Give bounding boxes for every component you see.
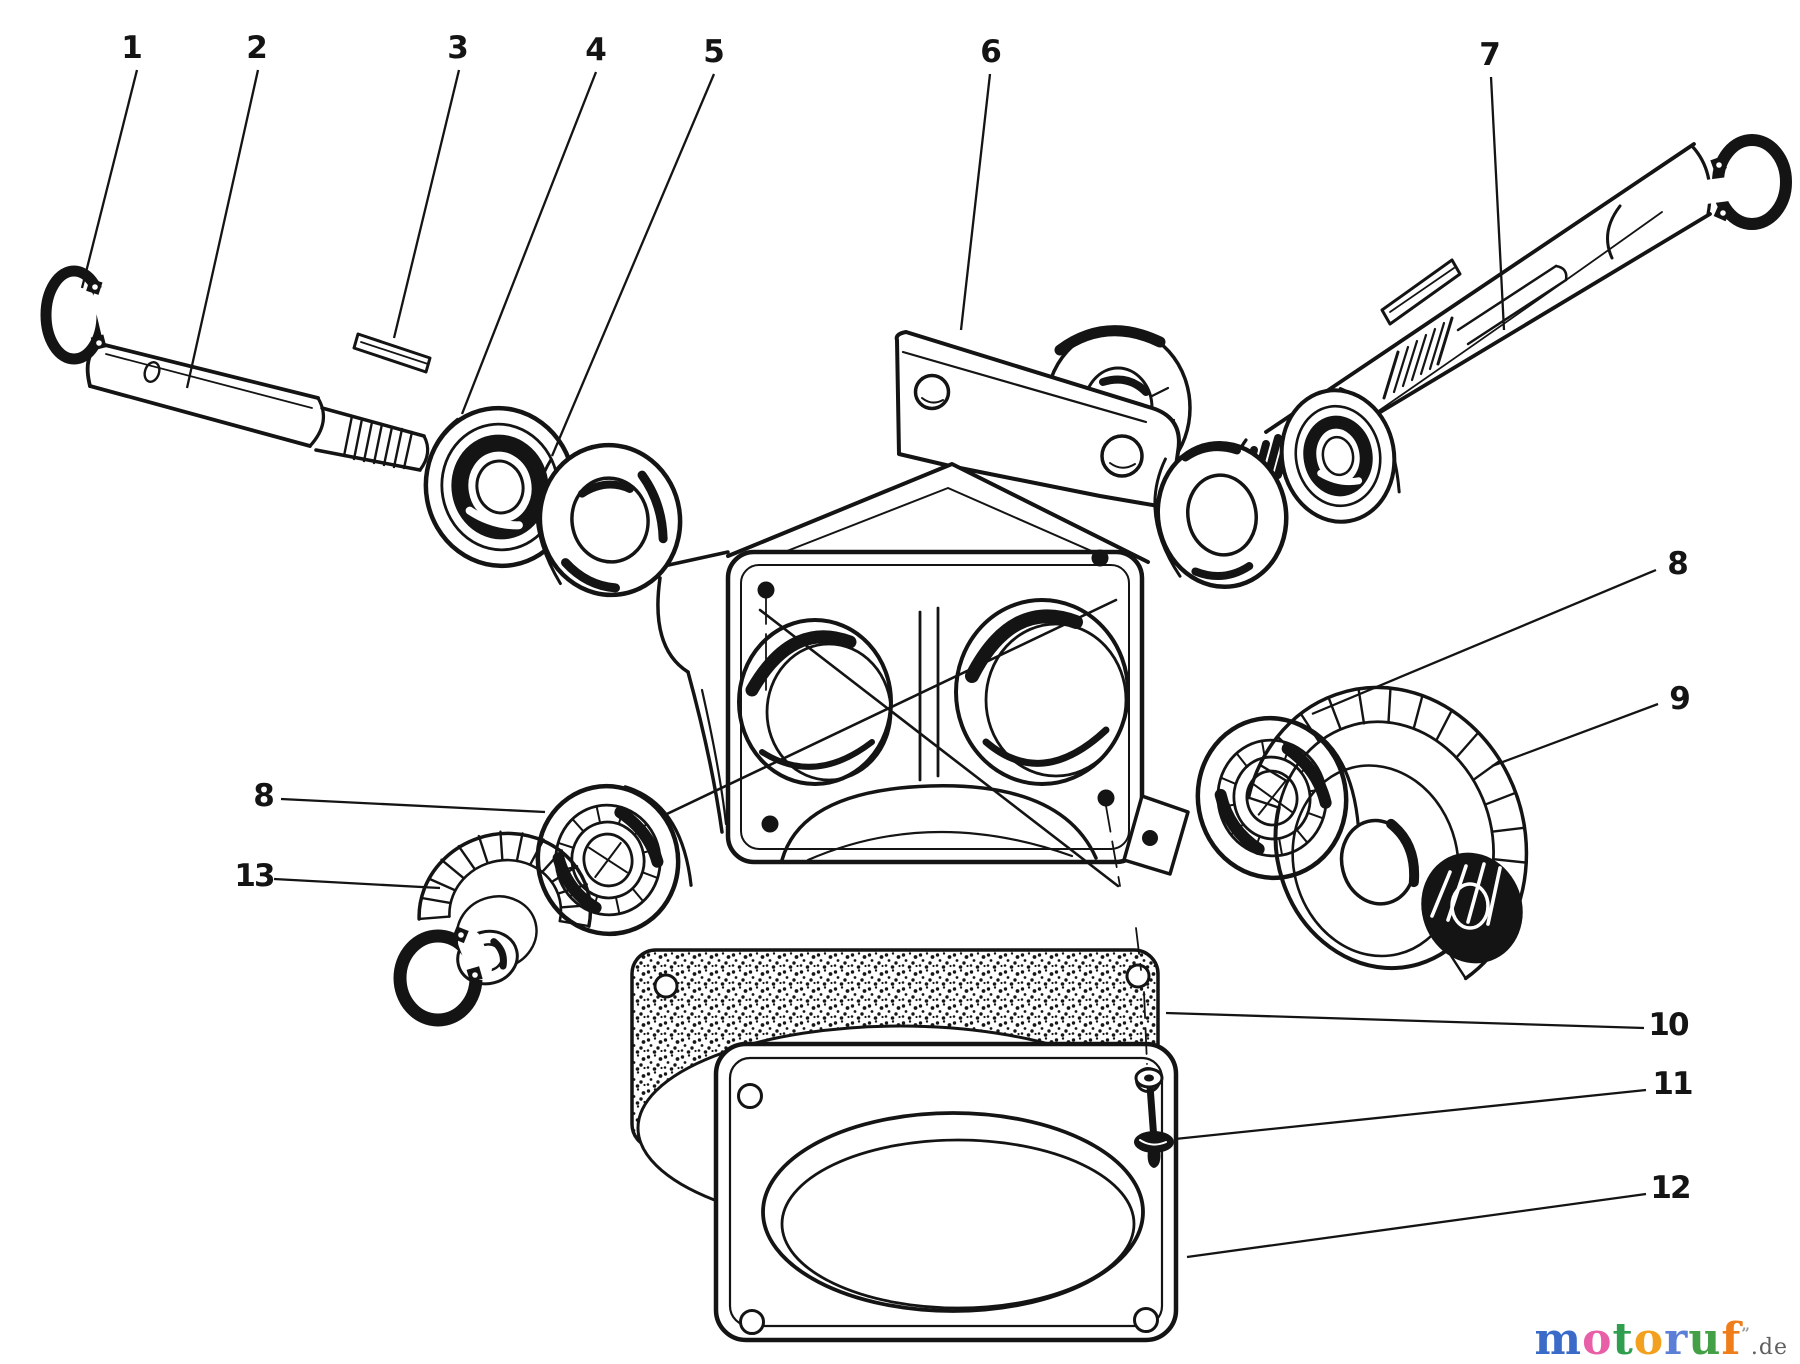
callout-leader-seal-left bbox=[550, 73, 716, 457]
bearing-outer-right bbox=[1279, 387, 1401, 524]
ball-bearing-inner-left bbox=[535, 783, 693, 937]
callout-label-shaft-key-left: 3 bbox=[447, 30, 469, 66]
callout-leader-snap-ring-left bbox=[80, 69, 139, 289]
bolt bbox=[1134, 1067, 1174, 1168]
bevel-pinion-dark bbox=[1421, 852, 1523, 964]
cover-plate bbox=[713, 1041, 1179, 1343]
watermark-letter: o bbox=[1582, 1314, 1613, 1364]
axle-shaft-left bbox=[85, 342, 430, 472]
callout-leader-bolt bbox=[1174, 1088, 1647, 1141]
assembly-lines bbox=[765, 597, 1148, 1065]
watermark-logo: motoruf”.de bbox=[1535, 1318, 1788, 1362]
callout-leader-bevel-gear-large bbox=[1491, 702, 1659, 768]
callout-label-axle-shaft-left: 2 bbox=[246, 30, 268, 66]
callout-label-bevel-gear-small: 13 bbox=[234, 858, 275, 894]
callout-label-ball-bearing-inner-left: 8 bbox=[253, 778, 275, 814]
callout-leader-gear-housing bbox=[959, 73, 992, 331]
watermark-wordmark: motoruf bbox=[1535, 1314, 1742, 1364]
watermark-letter: t bbox=[1612, 1314, 1634, 1364]
housing-gusset bbox=[726, 462, 1150, 564]
watermark-letter: o bbox=[1633, 1314, 1665, 1364]
callout-label-gasket: 10 bbox=[1648, 1007, 1689, 1043]
watermark-letter: u bbox=[1688, 1314, 1722, 1364]
callout-label-ball-bearing-inner-right: 8 bbox=[1667, 546, 1689, 582]
callout-leader-axle-shaft-left bbox=[185, 69, 260, 389]
seal-left bbox=[535, 442, 683, 598]
housing-neck-left bbox=[656, 550, 730, 834]
callout-label-snap-ring-left: 1 bbox=[121, 30, 143, 66]
gear-housing bbox=[602, 549, 1190, 888]
callout-leader-ball-bearing-inner-right bbox=[1311, 568, 1657, 716]
callout-leader-shaft-key-left bbox=[392, 69, 461, 339]
callout-label-gear-housing: 6 bbox=[980, 34, 1002, 70]
watermark-letter: r bbox=[1664, 1314, 1689, 1364]
callout-label-cover-plate: 12 bbox=[1650, 1170, 1691, 1206]
callout-label-axle-shaft-right: 7 bbox=[1479, 37, 1501, 73]
callout-leader-ball-bearing-inner-left bbox=[280, 797, 546, 814]
watermark-letter: m bbox=[1534, 1314, 1583, 1364]
callout-leader-cover-plate bbox=[1186, 1192, 1647, 1259]
bevel-gear-large bbox=[1246, 685, 1529, 981]
callout-leader-bearing-outer-left bbox=[460, 71, 598, 415]
callout-leader-axle-shaft-right bbox=[1489, 76, 1506, 331]
callout-label-bearing-outer-left: 4 bbox=[585, 32, 607, 68]
watermark-suffix: .de bbox=[1750, 1335, 1788, 1360]
callout-label-seal-left: 5 bbox=[703, 34, 725, 70]
snap-ring-gear-left bbox=[393, 926, 492, 1027]
seal-right bbox=[1153, 440, 1289, 590]
callout-label-bolt: 11 bbox=[1652, 1066, 1693, 1102]
snap-ring-left bbox=[40, 265, 123, 365]
watermark-letter: f bbox=[1721, 1314, 1742, 1364]
callout-leader-bevel-gear-small bbox=[273, 877, 441, 890]
shaft-key-left bbox=[352, 332, 432, 374]
callout-label-bevel-gear-large: 9 bbox=[1669, 681, 1691, 717]
callout-leader-gasket bbox=[1165, 1011, 1645, 1030]
snap-ring-right bbox=[1694, 134, 1792, 230]
watermark-mark: ” bbox=[1741, 1324, 1751, 1343]
shaft-key-right bbox=[1380, 258, 1462, 326]
